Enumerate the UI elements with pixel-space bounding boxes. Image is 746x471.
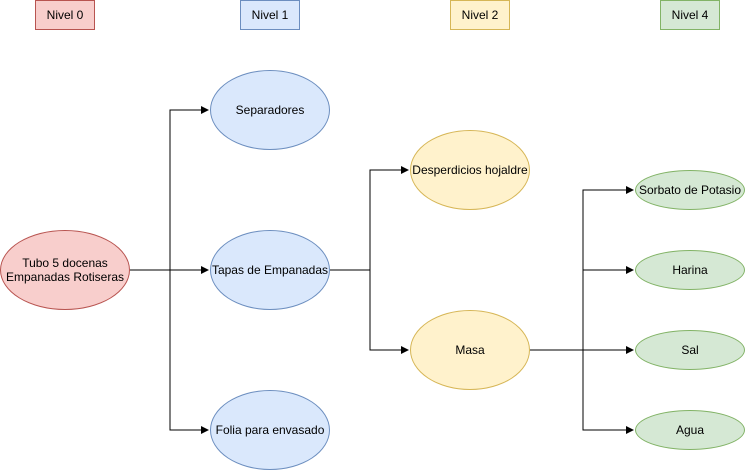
node-masa: Masa [410,310,530,390]
level-4-label: Nivel 4 [660,0,720,30]
edge-masa-harina [530,266,634,351]
node-desperdicios: Desperdicios hojaldre [410,130,530,210]
node-tapas: Tapas de Empanadas [210,230,330,310]
edge-root-separadores [130,106,209,271]
node-harina: Harina [635,250,745,290]
level-0-label: Nivel 0 [35,0,95,30]
edge-tapas-desperdicios [330,166,409,271]
node-folia: Folia para envasado [210,390,330,470]
node-root: Tubo 5 docenas Empanadas Rotiseras [0,230,130,310]
node-separadores: Separadores [210,70,330,150]
node-sal: Sal [635,330,745,370]
node-agua: Agua [635,410,745,450]
edge-masa-agua [530,349,634,434]
level-1-label: Nivel 1 [240,0,300,30]
edge-root-folia [130,269,209,434]
level-2-label: Nivel 2 [450,0,510,30]
edge-tapas-masa [330,269,409,354]
node-sorbato: Sorbato de Potasio [635,170,745,210]
